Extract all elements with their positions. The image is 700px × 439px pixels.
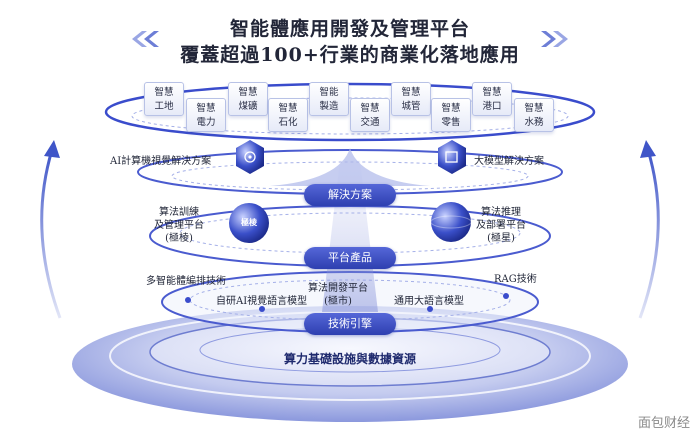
jileng-logo-text: 極棱 — [241, 218, 257, 227]
solutions-bar: 解決方案 — [304, 184, 396, 206]
rag-label: RAG技術 — [494, 274, 537, 285]
industry-tile-petrochem: 智慧石化 — [268, 98, 308, 132]
title-line-1: 智能體應用開發及管理平台 — [229, 18, 470, 40]
title-line-2: 覆蓋超過100+行業的商業化落地應用 — [180, 44, 520, 66]
left-chevron-icon — [132, 31, 159, 47]
industry-tile-construction: 智慧工地 — [144, 82, 184, 116]
industry-tile-coal: 智慧煤礦 — [228, 82, 268, 116]
right-chevron-icon — [541, 31, 568, 47]
industry-tile-urban: 智慧城管 — [391, 82, 431, 116]
multi-agent-label: 多智能體編排技術 — [146, 276, 226, 287]
industry-tile-retail: 智慧零售 — [431, 98, 471, 132]
left-side-arrow — [40, 149, 62, 319]
infrastructure-label: 算力基礎設施與數據資源 — [283, 352, 416, 366]
tech-engine-bar: 技術引擎 — [304, 313, 396, 335]
left-arrow-head — [44, 140, 60, 158]
industry-tile-manufacturing: 智能製造 — [309, 82, 349, 116]
industry-tile-power: 智慧電力 — [186, 98, 226, 132]
right-arrow-head — [640, 140, 656, 158]
industry-tile-water: 智慧水務 — [514, 98, 554, 132]
vision-language-model-label: 自研AI視覺語言模型 — [216, 296, 308, 307]
ai-vision-hex-icon — [236, 140, 264, 174]
jileng-platform-label: 算法訓練 及管理平台 (極棱) — [154, 207, 204, 244]
right-side-arrow — [638, 149, 660, 319]
llm-label: 通用大語言模型 — [394, 296, 464, 307]
jixing-platform-label: 算法推理 及部署平台 (極星) — [476, 207, 526, 244]
llm-solution-label: 大模型解決方案 — [474, 156, 544, 167]
watermark: 面包财经 — [637, 416, 690, 431]
llm-hex-icon — [438, 140, 466, 174]
jishi-platform-label: 算法開發平台 (極市) — [308, 283, 368, 307]
jixing-sphere — [431, 202, 471, 242]
platform-products-bar: 平台產品 — [304, 247, 396, 269]
jileng-sphere — [229, 203, 269, 243]
industry-tile-transport: 智慧交通 — [350, 98, 390, 132]
industry-tile-port: 智慧港口 — [472, 82, 512, 116]
ai-vision-solution-label: AI計算機視覺解決方案 — [110, 156, 212, 167]
